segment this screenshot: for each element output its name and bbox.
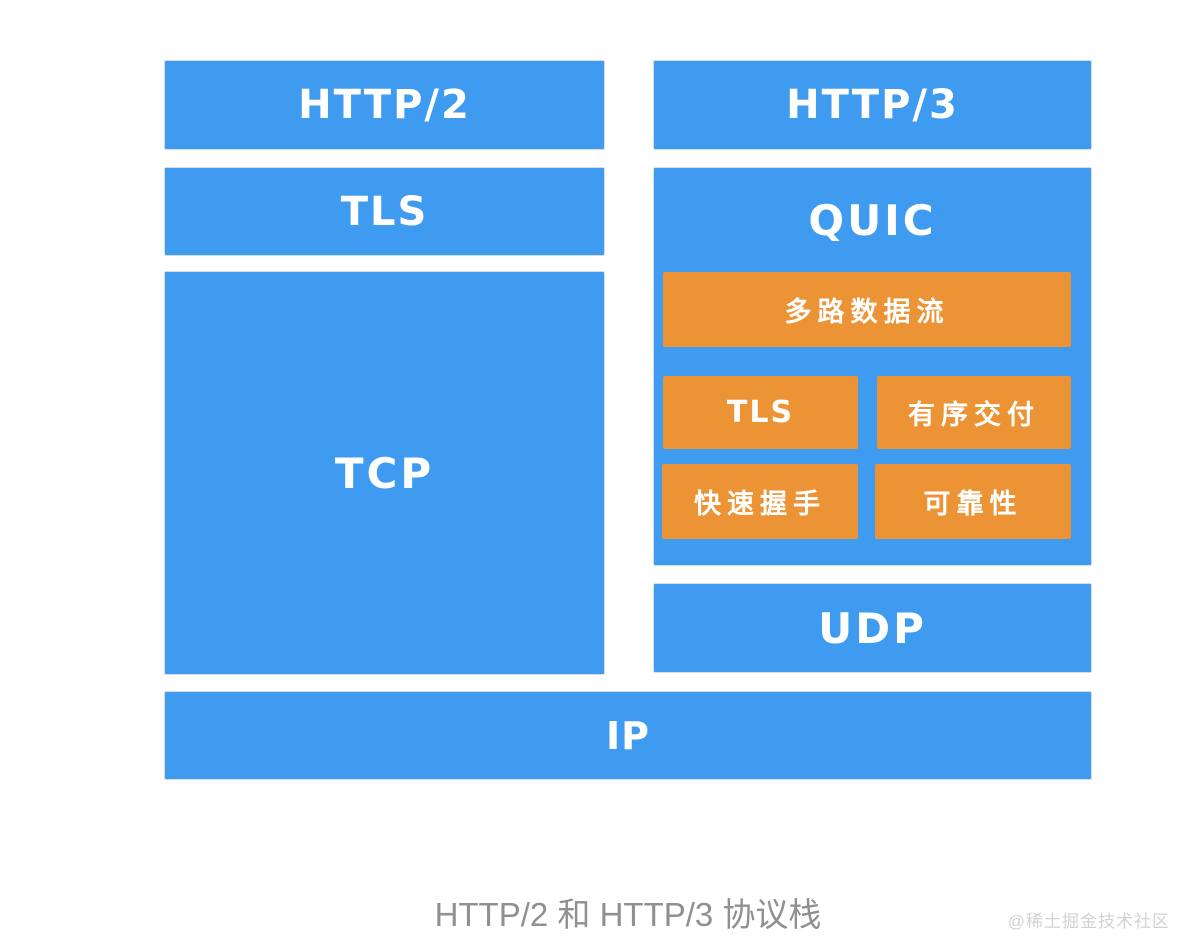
quic-feature-tls-label: TLS [726, 395, 795, 430]
quic-feature-fast-handshake-label: 快速握手 [694, 489, 826, 520]
quic-feature-multiplex: 多路数据流 [663, 272, 1071, 347]
udp-label: UDP [818, 603, 927, 653]
quic-feature-reliability-label: 可靠性 [923, 489, 1023, 520]
quic-feature-ordered-delivery: 有序交付 [877, 376, 1071, 449]
tcp-box: TCP [164, 271, 605, 675]
diagram-caption: HTTP/2 和 HTTP/3 协议栈 [434, 896, 822, 933]
quic-feature-tls: TLS [663, 376, 858, 449]
watermark: @稀土掘金技术社区 [1007, 912, 1170, 931]
http3-label: HTTP/3 [786, 82, 959, 128]
quic-feature-reliability: 可靠性 [875, 464, 1071, 539]
tcp-label: TCP [334, 448, 435, 498]
ip-label: IP [606, 713, 650, 758]
quic-label: QUIC [654, 168, 1091, 272]
ip-box: IP [164, 691, 1092, 780]
http3-box: HTTP/3 [653, 60, 1092, 150]
quic-feature-multiplex-label: 多路数据流 [784, 297, 950, 328]
tls-label: TLS [340, 188, 429, 235]
quic-feature-ordered-delivery-label: 有序交付 [908, 400, 1040, 431]
http2-box: HTTP/2 [164, 60, 605, 150]
http2-label: HTTP/2 [298, 82, 471, 128]
tls-box: TLS [164, 167, 605, 256]
quic-box: QUIC 多路数据流 TLS 有序交付 快速握手 可靠性 [653, 167, 1092, 566]
quic-label-text: QUIC [808, 195, 937, 245]
quic-feature-fast-handshake: 快速握手 [662, 464, 858, 539]
udp-box: UDP [653, 583, 1092, 673]
